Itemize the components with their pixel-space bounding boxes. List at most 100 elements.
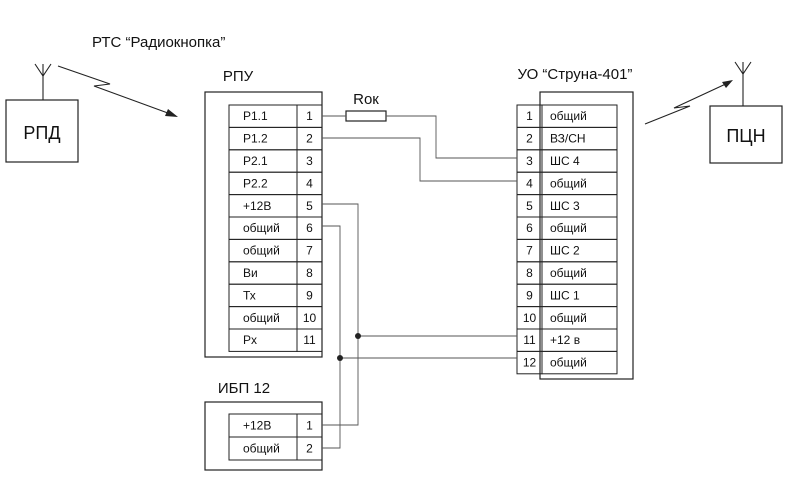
wires <box>322 115 517 449</box>
uo-row: ВЗ/СН 2 <box>516 126 618 151</box>
uo-row-name: общий <box>550 176 587 190</box>
uo-row: общий 1 <box>516 104 618 128</box>
rpu-row: P2.2 4 <box>228 171 323 196</box>
radio-link-left <box>57 65 178 117</box>
uo-row-pin: 4 <box>526 176 533 190</box>
ibp-title: ИБП 12 <box>218 380 270 397</box>
pcn-label: ПЦН <box>726 126 765 146</box>
rpu-row-name: общий <box>243 244 280 258</box>
uo-row: общий 6 <box>516 216 618 240</box>
uo-row-pin: 7 <box>526 244 533 258</box>
uo-row: +12 в 11 <box>516 328 618 352</box>
uo-row: общий 4 <box>516 171 618 196</box>
ibp-row-name: общий <box>243 442 280 456</box>
rpu-row-pin: 6 <box>306 221 313 235</box>
rpu-row-name: Рх <box>243 333 257 347</box>
rpu-title: РПУ <box>223 68 254 85</box>
pcn-antenna-icon <box>734 61 752 75</box>
uo-row-name: общий <box>550 311 587 325</box>
uo-row-name: ШС 4 <box>550 154 580 168</box>
rpu-row-pin: 4 <box>306 176 313 190</box>
rpu-row-name: P1.2 <box>243 132 268 146</box>
rpu-row-pin: 2 <box>306 132 313 146</box>
junction-dot-12v <box>355 333 361 339</box>
rpu-row-name: +12В <box>243 199 271 213</box>
uo-row: ШС 1 9 <box>516 283 618 308</box>
uo-row-name: общий <box>550 109 587 123</box>
uo-row-name: ШС 2 <box>550 244 580 258</box>
uo-row-pin: 11 <box>523 333 536 347</box>
ibp-row: общий 2 <box>228 436 323 461</box>
rpu-row-pin: 5 <box>306 199 313 213</box>
rpu-row: P1.1 1 <box>228 104 323 128</box>
uo-row-pin: 3 <box>526 154 533 168</box>
uo-row-name: общий <box>550 266 587 280</box>
uo-row-name: +12 в <box>550 333 580 347</box>
rpu-row-pin: 9 <box>306 288 313 302</box>
uo-row-pin: 8 <box>526 266 533 280</box>
ibp-block: ИБП 12 +12В 1 общий 2 <box>204 380 323 471</box>
uo-row-pin: 1 <box>526 109 533 123</box>
uo-title: УО “Струна-401” <box>518 66 633 83</box>
resistor-label: Rок <box>353 91 379 108</box>
rpd-label: РПД <box>23 123 60 143</box>
rpu-row-name: Ви <box>243 266 258 280</box>
uo-row-name: общий <box>550 356 587 370</box>
uo-row-name: общий <box>550 221 587 235</box>
uo-row-name: ШС 1 <box>550 288 580 302</box>
uo-row: общий 12 <box>516 350 618 375</box>
uo-row-pin: 5 <box>526 199 533 213</box>
resistor-rok: Rок <box>345 91 387 122</box>
rpd-block: РПД <box>5 63 79 163</box>
rpd-antenna-icon <box>34 63 52 77</box>
uo-row: ШС 3 5 <box>516 194 618 218</box>
junction-dot-common <box>337 355 343 361</box>
rpu-row-name: P2.1 <box>243 154 268 168</box>
uo-row: ШС 2 7 <box>516 238 618 263</box>
uo-terminal-table: общий 1ВЗ/СН 2 ШС 4 3 общий 4 ШС 3 5 общий 6 ШС 2 7 о… <box>516 104 618 375</box>
radio-arrow-head-left <box>165 109 178 117</box>
uo-row-name: ШС 3 <box>550 199 580 213</box>
rpu-row: P2.1 3 <box>228 149 323 173</box>
uo-row-pin: 9 <box>526 288 533 302</box>
rpu-row-pin: 10 <box>303 311 317 325</box>
rpu-row-name: общий <box>243 311 280 325</box>
rpu-row: P1.2 2 <box>228 126 323 151</box>
rpu-row-pin: 11 <box>303 333 316 347</box>
uo-row-name: ВЗ/СН <box>550 132 586 146</box>
uo-row-pin: 12 <box>523 356 537 370</box>
rpu-row-name: P2.2 <box>243 176 268 190</box>
ibp-row-name: +12В <box>243 419 271 433</box>
uo-row: общий 10 <box>516 306 618 330</box>
ibp-row-pin: 2 <box>306 442 313 456</box>
ibp-terminal-table: +12В 1 общий 2 <box>228 413 323 461</box>
rpu-row-name: P1.1 <box>243 109 268 123</box>
rpu-row: общий 6 <box>228 216 323 240</box>
system-title: РТС “Радиокнопка” <box>92 34 225 51</box>
rpu-row-pin: 8 <box>306 266 313 280</box>
rpu-row: +12В 5 <box>228 194 323 218</box>
uo-row: ШС 4 3 <box>516 149 618 173</box>
pcn-block: ПЦН <box>709 61 783 164</box>
rpu-row-name: общий <box>243 221 280 235</box>
rpu-row-pin: 1 <box>306 109 313 123</box>
uo-row-pin: 10 <box>523 311 537 325</box>
radio-link-right <box>644 80 733 125</box>
rpu-terminal-table: P1.1 1P1.2 2P2.1 3P2.2 4 +12В 5 общий 6 общий 7Ви 8… <box>228 104 323 352</box>
rpu-row: общий 10 <box>228 306 323 330</box>
rpu-row: Ви 8 <box>228 261 323 285</box>
rpu-row: Тх 9 <box>228 283 323 308</box>
radio-arrow-head-right <box>722 80 733 88</box>
rpu-row: Рх 11 <box>228 328 323 352</box>
rpu-row-pin: 3 <box>306 154 313 168</box>
uo-row-pin: 2 <box>526 132 533 146</box>
uo-row: общий 8 <box>516 261 618 285</box>
uo-row-pin: 6 <box>526 221 533 235</box>
rpu-row: общий 7 <box>228 238 323 263</box>
rpu-row-pin: 7 <box>306 244 313 258</box>
ibp-row-pin: 1 <box>306 419 313 433</box>
rpu-row-name: Тх <box>243 288 256 302</box>
